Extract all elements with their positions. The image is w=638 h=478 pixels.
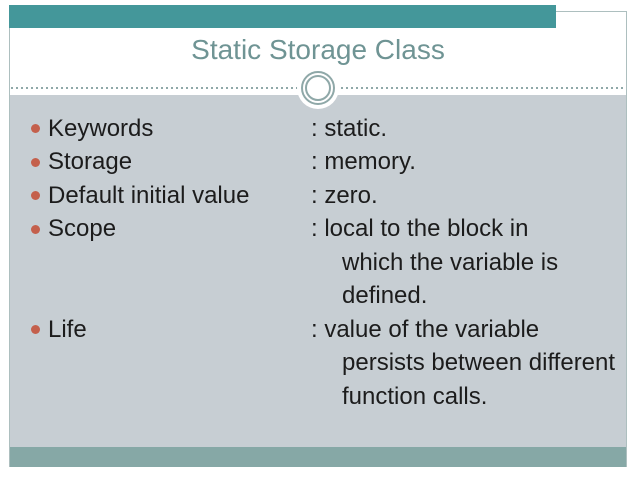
bullet-label: Storage [48,148,133,176]
continuation-text: function calls. [342,382,488,410]
bullet-list: Keywords : static. Storage : memory. Def… [10,95,626,447]
bullet-label: Default initial value [48,181,250,209]
continuation-text: persists between different [342,349,616,377]
circle-outer-ring [301,71,335,105]
slide-frame: Static Storage Class Keywords : static. … [9,11,627,467]
continuation-text: defined. [342,282,428,310]
top-accent-bar [9,5,556,28]
bullet-icon [31,224,40,234]
bullet-icon [31,325,40,335]
bullet-icon [31,157,40,167]
bullet-label: Keywords [48,114,154,142]
continuation-text: which the variable is [342,248,559,276]
bullet-label: Life [48,315,87,343]
circle-ornament-icon [297,67,339,109]
bullet-value: : memory. [311,148,416,176]
bullet-icon [31,124,40,134]
bullet-value: : zero. [311,181,378,209]
bullet-line-continuation: which the variable is [10,246,626,280]
bullet-value: : local to the block in [311,215,529,243]
bullet-value: : static. [311,114,388,142]
circle-inner-ring [305,75,331,101]
bullet-line-keywords: Keywords : static. [10,112,626,146]
bullet-line-default-initial-value: Default initial value : zero. [10,179,626,213]
bullet-label: Scope [48,215,117,243]
bullet-icon [31,191,40,201]
bullet-line-continuation: function calls. [10,380,626,414]
bullet-line-continuation: defined. [10,280,626,314]
page-title: Static Storage Class [191,33,445,65]
bullet-line-scope: Scope : local to the block in [10,213,626,247]
bullet-value: : value of the variable [311,315,540,343]
bullet-line-continuation: persists between different [10,347,626,381]
bullet-line-storage: Storage : memory. [10,146,626,180]
bullet-line-life: Life : value of the variable [10,313,626,347]
bottom-accent-bar [10,447,626,467]
